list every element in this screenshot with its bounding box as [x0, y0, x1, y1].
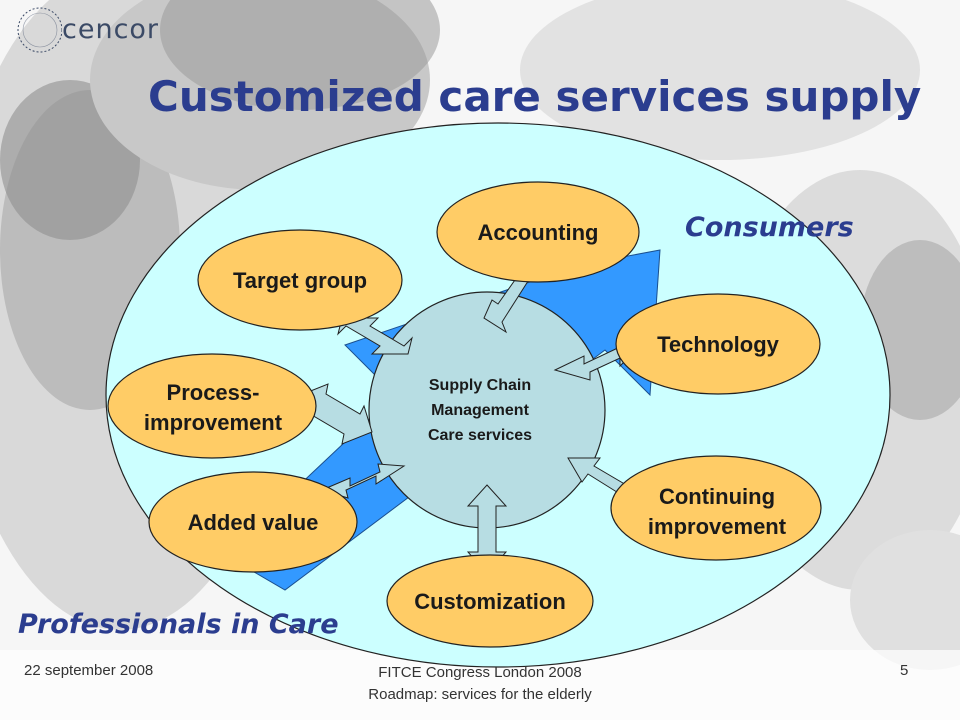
- customization-label: Customization: [414, 589, 566, 614]
- cencor-logo: cencor: [0, 0, 158, 60]
- center-line-2: Management: [431, 402, 529, 419]
- oval-customization: [386, 554, 594, 648]
- professionals-label: Professionals in Care: [18, 609, 339, 640]
- page-number: 5: [900, 662, 909, 679]
- process-line-1: Process-: [166, 380, 260, 405]
- process-label: Process- improvement: [108, 378, 318, 438]
- cencor-logo-icon: [17, 7, 62, 53]
- center-line-3: Care services: [427, 427, 533, 444]
- oval-target-group: [197, 229, 403, 331]
- oval-continuing: [610, 455, 822, 561]
- arrow-added-value: [320, 463, 406, 499]
- footer-conf-line-2: Roadmap: services for the elderly: [368, 686, 592, 703]
- continuing-line-1: Continuing: [658, 484, 776, 509]
- oval-technology: [615, 293, 821, 395]
- footer-conf-line-1: FITCE Congress London 2008: [378, 664, 582, 681]
- accounting-label: Accounting: [477, 220, 599, 245]
- logo-text: cencor: [62, 14, 160, 45]
- center-label: Supply Chain Management Care services: [370, 373, 590, 448]
- center-line-1: Supply Chain: [428, 377, 532, 394]
- continuing-line-2: improvement: [647, 514, 787, 539]
- added-value-label: Added value: [187, 510, 319, 535]
- oval-process: [107, 353, 317, 459]
- process-line-2: improvement: [143, 410, 283, 435]
- page-title: Customized care services supply: [148, 72, 922, 121]
- technology-label: Technology: [657, 332, 779, 357]
- oval-added-value: [148, 471, 358, 573]
- footer-conference: FITCE Congress London 2008 Roadmap: serv…: [300, 662, 660, 706]
- continuing-label: Continuing improvement: [612, 482, 822, 542]
- consumers-label: Consumers: [685, 212, 854, 243]
- oval-accounting: [436, 181, 640, 283]
- target-group-label: Target group: [232, 268, 368, 293]
- footer-date: 22 september 2008: [24, 662, 154, 679]
- arrow-target-group: [337, 317, 413, 355]
